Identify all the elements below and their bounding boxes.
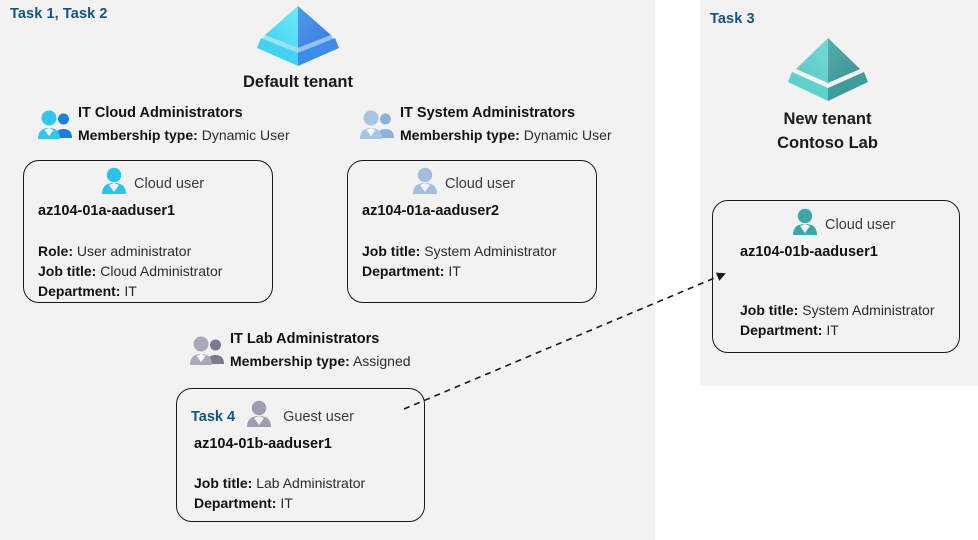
group-membership-type: Membership type: Assigned <box>230 352 411 371</box>
membership-type-label: Membership type: <box>78 126 198 143</box>
card-kind-label: Cloud user <box>134 175 205 192</box>
attr-value: IT <box>280 495 293 512</box>
user-card-az104-01a-aaduser1[interactable]: Cloud user az104-01a-aaduser1 Role: User… <box>23 160 273 303</box>
group-title: IT System Administrators <box>400 105 576 121</box>
card-kind-label: Cloud user <box>825 216 896 233</box>
cloud-user-icon <box>410 167 440 200</box>
user-card-az104-01a-aaduser2[interactable]: Cloud user az104-01a-aaduser2 Job title:… <box>347 160 597 303</box>
membership-type-label: Membership type: <box>400 126 520 143</box>
azure-ad-tenant-icon <box>255 2 341 68</box>
default-tenant-block: Default tenant <box>203 2 393 93</box>
group-it-cloud-administrators: IT Cloud Administrators Membership type:… <box>36 104 290 145</box>
card-header: Cloud user <box>410 167 515 200</box>
attr-department: Department: IT <box>362 261 557 281</box>
group-title: IT Lab Administrators <box>230 331 380 347</box>
card-kind-label: Cloud user <box>445 175 516 192</box>
card-attributes: Job title: System Administrator Departme… <box>362 241 557 281</box>
attr-job-title: Job title: Lab Administrator <box>194 473 365 493</box>
card-username: az104-01b-aaduser1 <box>740 244 878 260</box>
card-attributes: Job title: Lab Administrator Department:… <box>194 473 365 513</box>
new-tenant-block: New tenant Contoso Lab <box>735 33 920 156</box>
task-label-1-2: Task 1, Task 2 <box>10 6 108 22</box>
attr-job-title: Job title: Cloud Administrator <box>38 261 222 281</box>
attr-label: Department: <box>38 283 121 300</box>
group-title: IT Cloud Administrators <box>78 105 243 121</box>
cloud-user-icon <box>790 208 820 241</box>
group-users-icon <box>358 110 400 145</box>
attr-department: Department: IT <box>740 320 935 340</box>
task-label-3: Task 3 <box>710 11 755 27</box>
new-tenant-name-line2: Contoso Lab <box>777 133 878 152</box>
card-username: az104-01a-aaduser1 <box>38 203 176 219</box>
attr-value: IT <box>448 263 461 280</box>
attr-department: Department: IT <box>194 493 365 513</box>
attr-label: Role: <box>38 243 73 259</box>
attr-value: System Administrator <box>424 243 557 259</box>
default-tenant-name: Default tenant <box>242 73 353 91</box>
attr-role: Role: User administrator <box>38 241 222 261</box>
group-it-system-administrators: IT System Administrators Membership type… <box>358 104 612 145</box>
group-users-icon <box>188 336 230 371</box>
default-tenant-panel <box>0 0 655 540</box>
attr-label: Job title: <box>194 475 253 491</box>
membership-type-value: Assigned <box>352 352 411 369</box>
attr-value: IT <box>124 283 137 300</box>
attr-job-title: Job title: System Administrator <box>740 300 935 320</box>
attr-value: Cloud Administrator <box>100 263 223 280</box>
task-label-4: Task 4 <box>191 408 236 425</box>
attr-label: Department: <box>362 263 445 280</box>
guest-user-icon <box>244 400 274 433</box>
azure-ad-tenant-icon <box>785 33 871 103</box>
group-membership-type: Membership type: Dynamic User <box>78 126 290 145</box>
card-header: Task 4 Guest user <box>191 400 354 433</box>
attr-value: System Administrator <box>802 302 935 318</box>
attr-job-title: Job title: System Administrator <box>362 241 557 261</box>
new-tenant-name-line1: New tenant <box>783 110 872 128</box>
membership-type-label: Membership type: <box>230 352 350 369</box>
card-username: az104-01b-aaduser1 <box>194 436 332 452</box>
card-username: az104-01a-aaduser2 <box>362 203 500 219</box>
attr-label: Job title: <box>362 243 421 259</box>
attr-value: Lab Administrator <box>256 475 366 491</box>
card-header: Cloud user <box>99 167 204 200</box>
user-card-guest-az104-01b-aaduser1[interactable]: Task 4 Guest user az104-01b-aaduser1 Job… <box>176 388 425 522</box>
card-attributes: Job title: System Administrator Departme… <box>740 300 935 340</box>
attr-label: Department: <box>740 322 823 339</box>
group-membership-type: Membership type: Dynamic User <box>400 126 612 145</box>
attr-label: Job title: <box>38 263 97 280</box>
membership-type-value: Dynamic User <box>201 126 290 143</box>
attr-value: User administrator <box>76 243 192 259</box>
membership-type-value: Dynamic User <box>523 126 612 143</box>
attr-label: Job title: <box>740 302 799 318</box>
group-it-lab-administrators: IT Lab Administrators Membership type: A… <box>188 330 411 371</box>
card-kind-label: Guest user <box>283 408 354 425</box>
user-card-cloud-az104-01b-aaduser1[interactable]: Cloud user az104-01b-aaduser1 Job title:… <box>712 200 960 353</box>
group-users-icon <box>36 110 78 145</box>
attr-value: IT <box>826 322 839 339</box>
cloud-user-icon <box>99 167 129 200</box>
attr-department: Department: IT <box>38 281 222 301</box>
attr-label: Department: <box>194 495 277 512</box>
card-attributes: Role: User administrator Job title: Clou… <box>38 241 222 301</box>
card-header: Cloud user <box>790 208 895 241</box>
